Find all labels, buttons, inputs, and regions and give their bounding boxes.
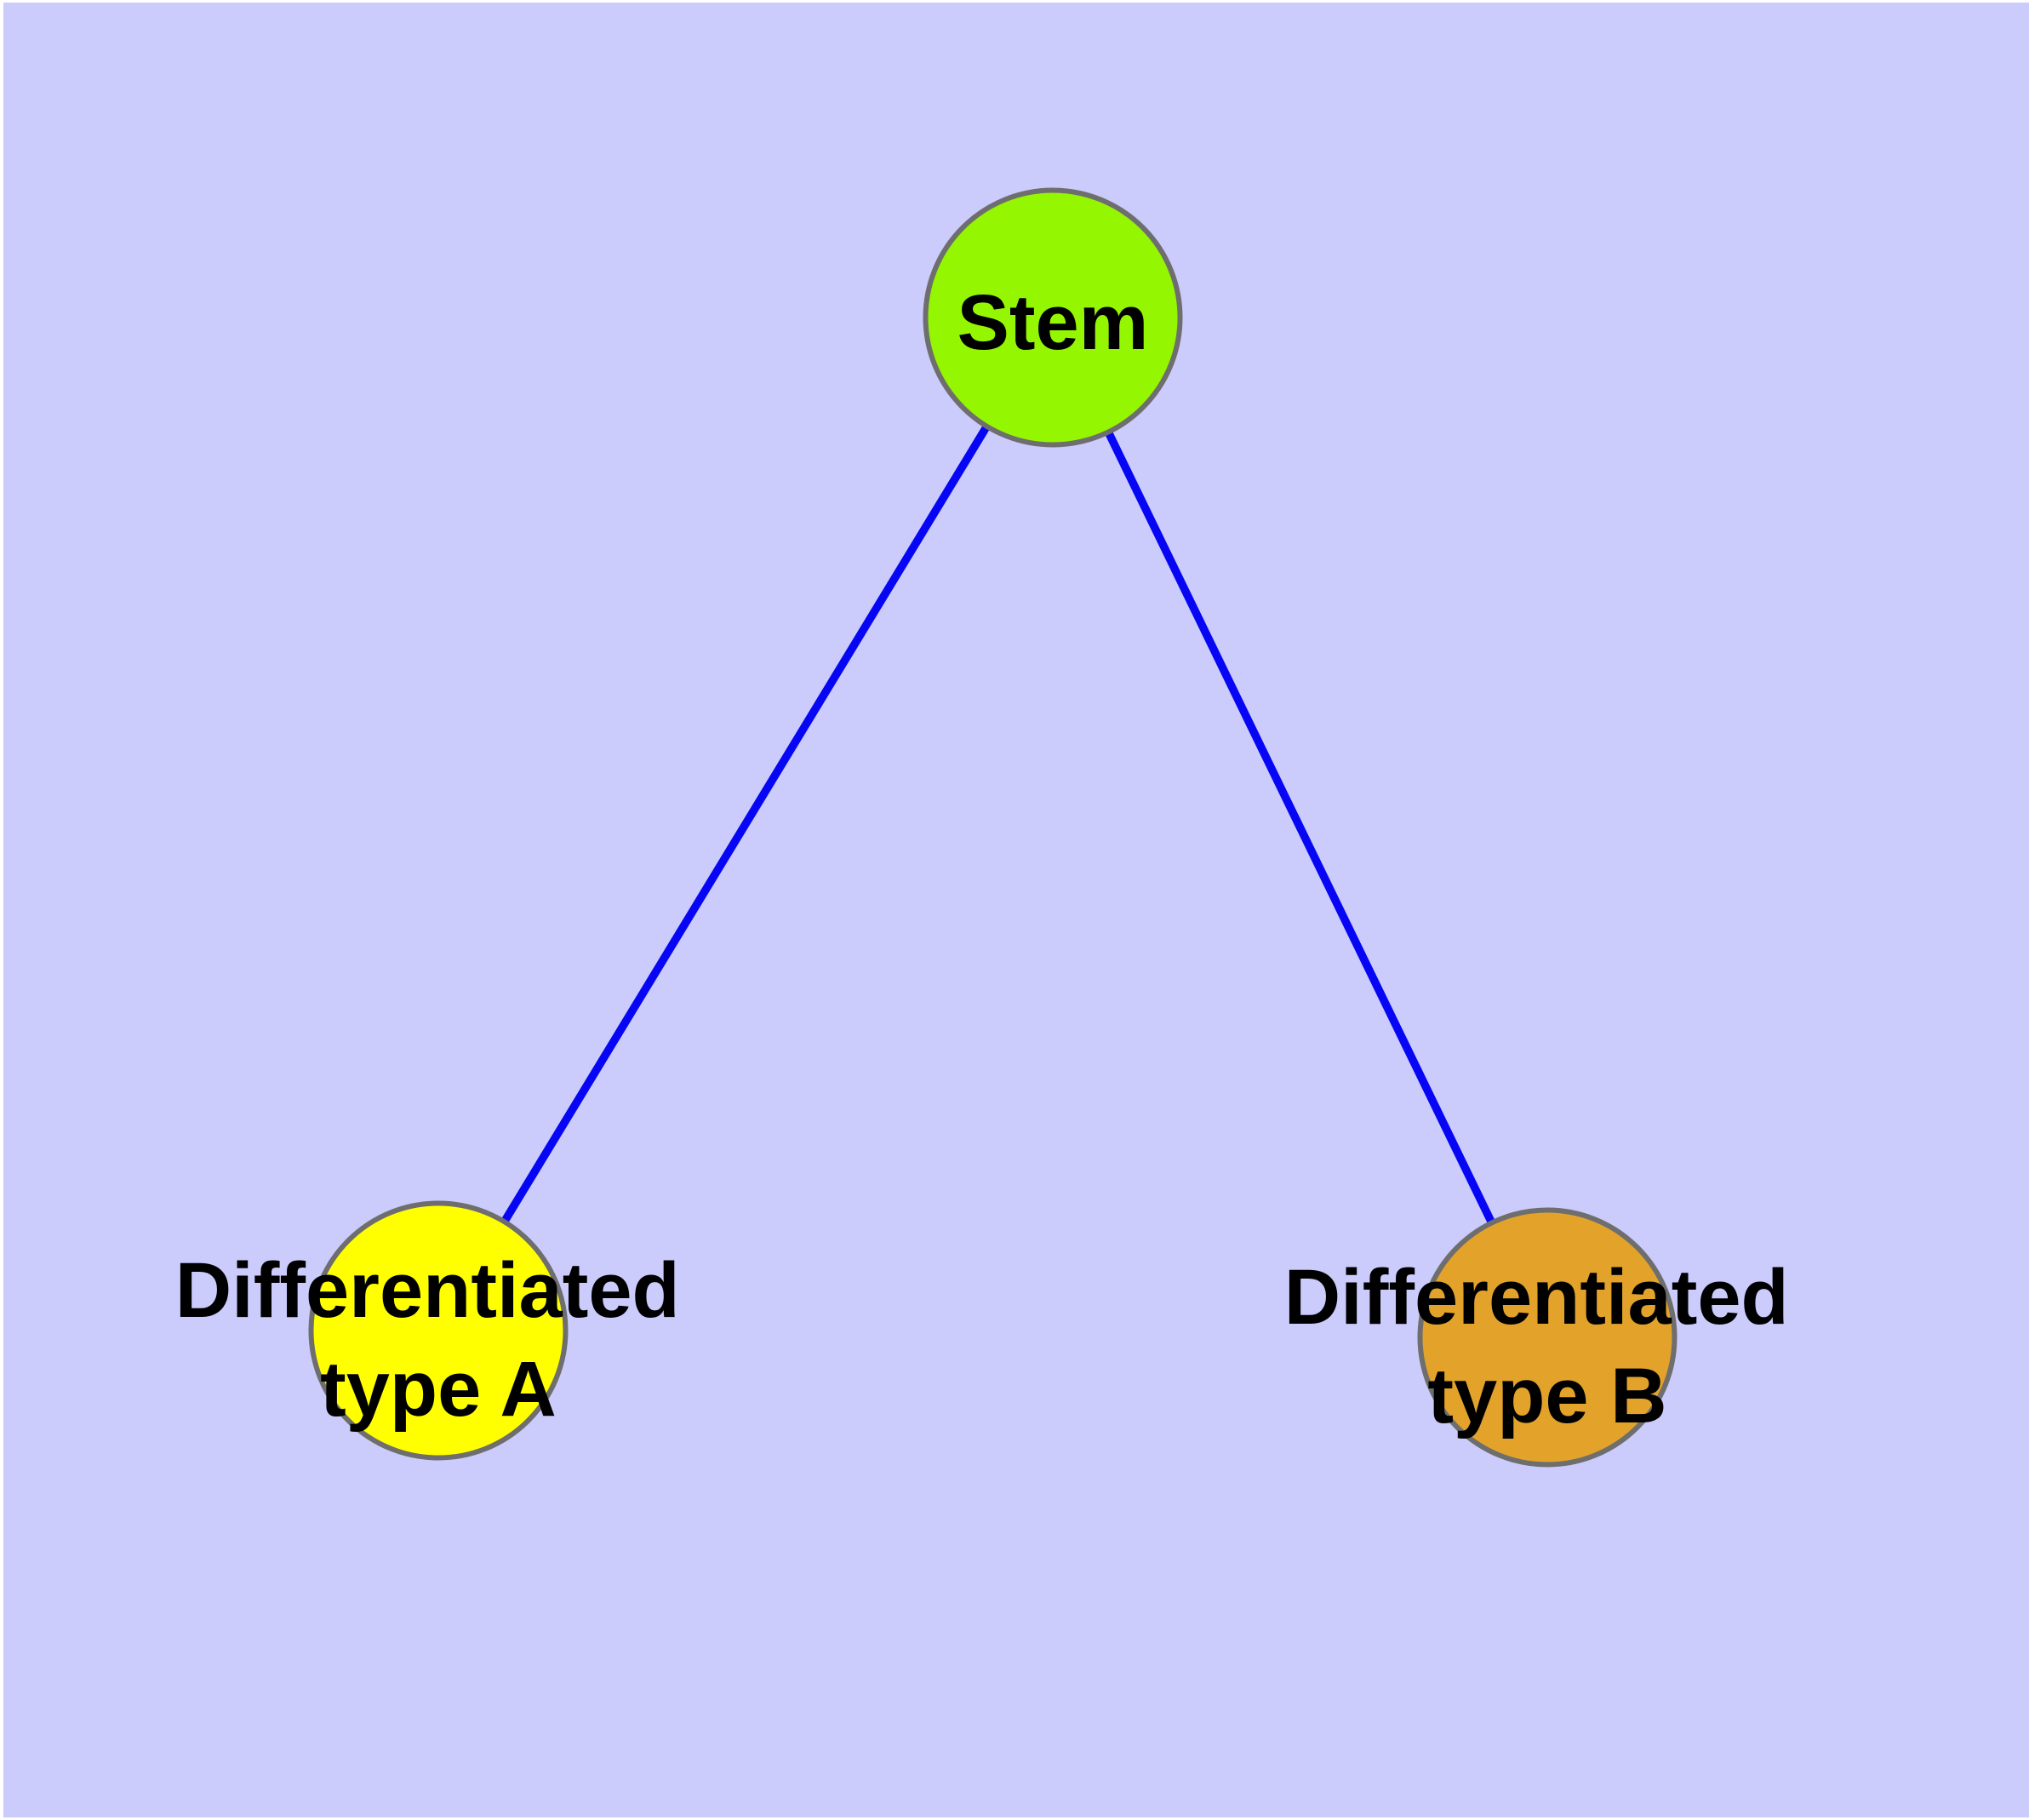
node-differentiated-type-b (1417, 1207, 1677, 1468)
node-stem-label: Stem (957, 279, 1149, 366)
edge-stem-to-type-a (434, 315, 1057, 1333)
node-differentiated-type-a-label-line2: type A (320, 1346, 557, 1433)
node-differentiated-type-b-label-line2: type B (1427, 1353, 1666, 1439)
node-stem (923, 187, 1183, 448)
node-differentiated-type-b-label: Differentiated type B (1284, 1254, 1811, 1439)
node-differentiated-type-a (308, 1200, 569, 1461)
node-differentiated-type-a-label: Differentiated type A (175, 1247, 702, 1433)
node-differentiated-type-a-label-line1: Differentiated (175, 1247, 680, 1334)
node-differentiated-type-b-label-line1: Differentiated (1284, 1254, 1789, 1341)
edge-stem-to-type-b (1049, 315, 1552, 1340)
